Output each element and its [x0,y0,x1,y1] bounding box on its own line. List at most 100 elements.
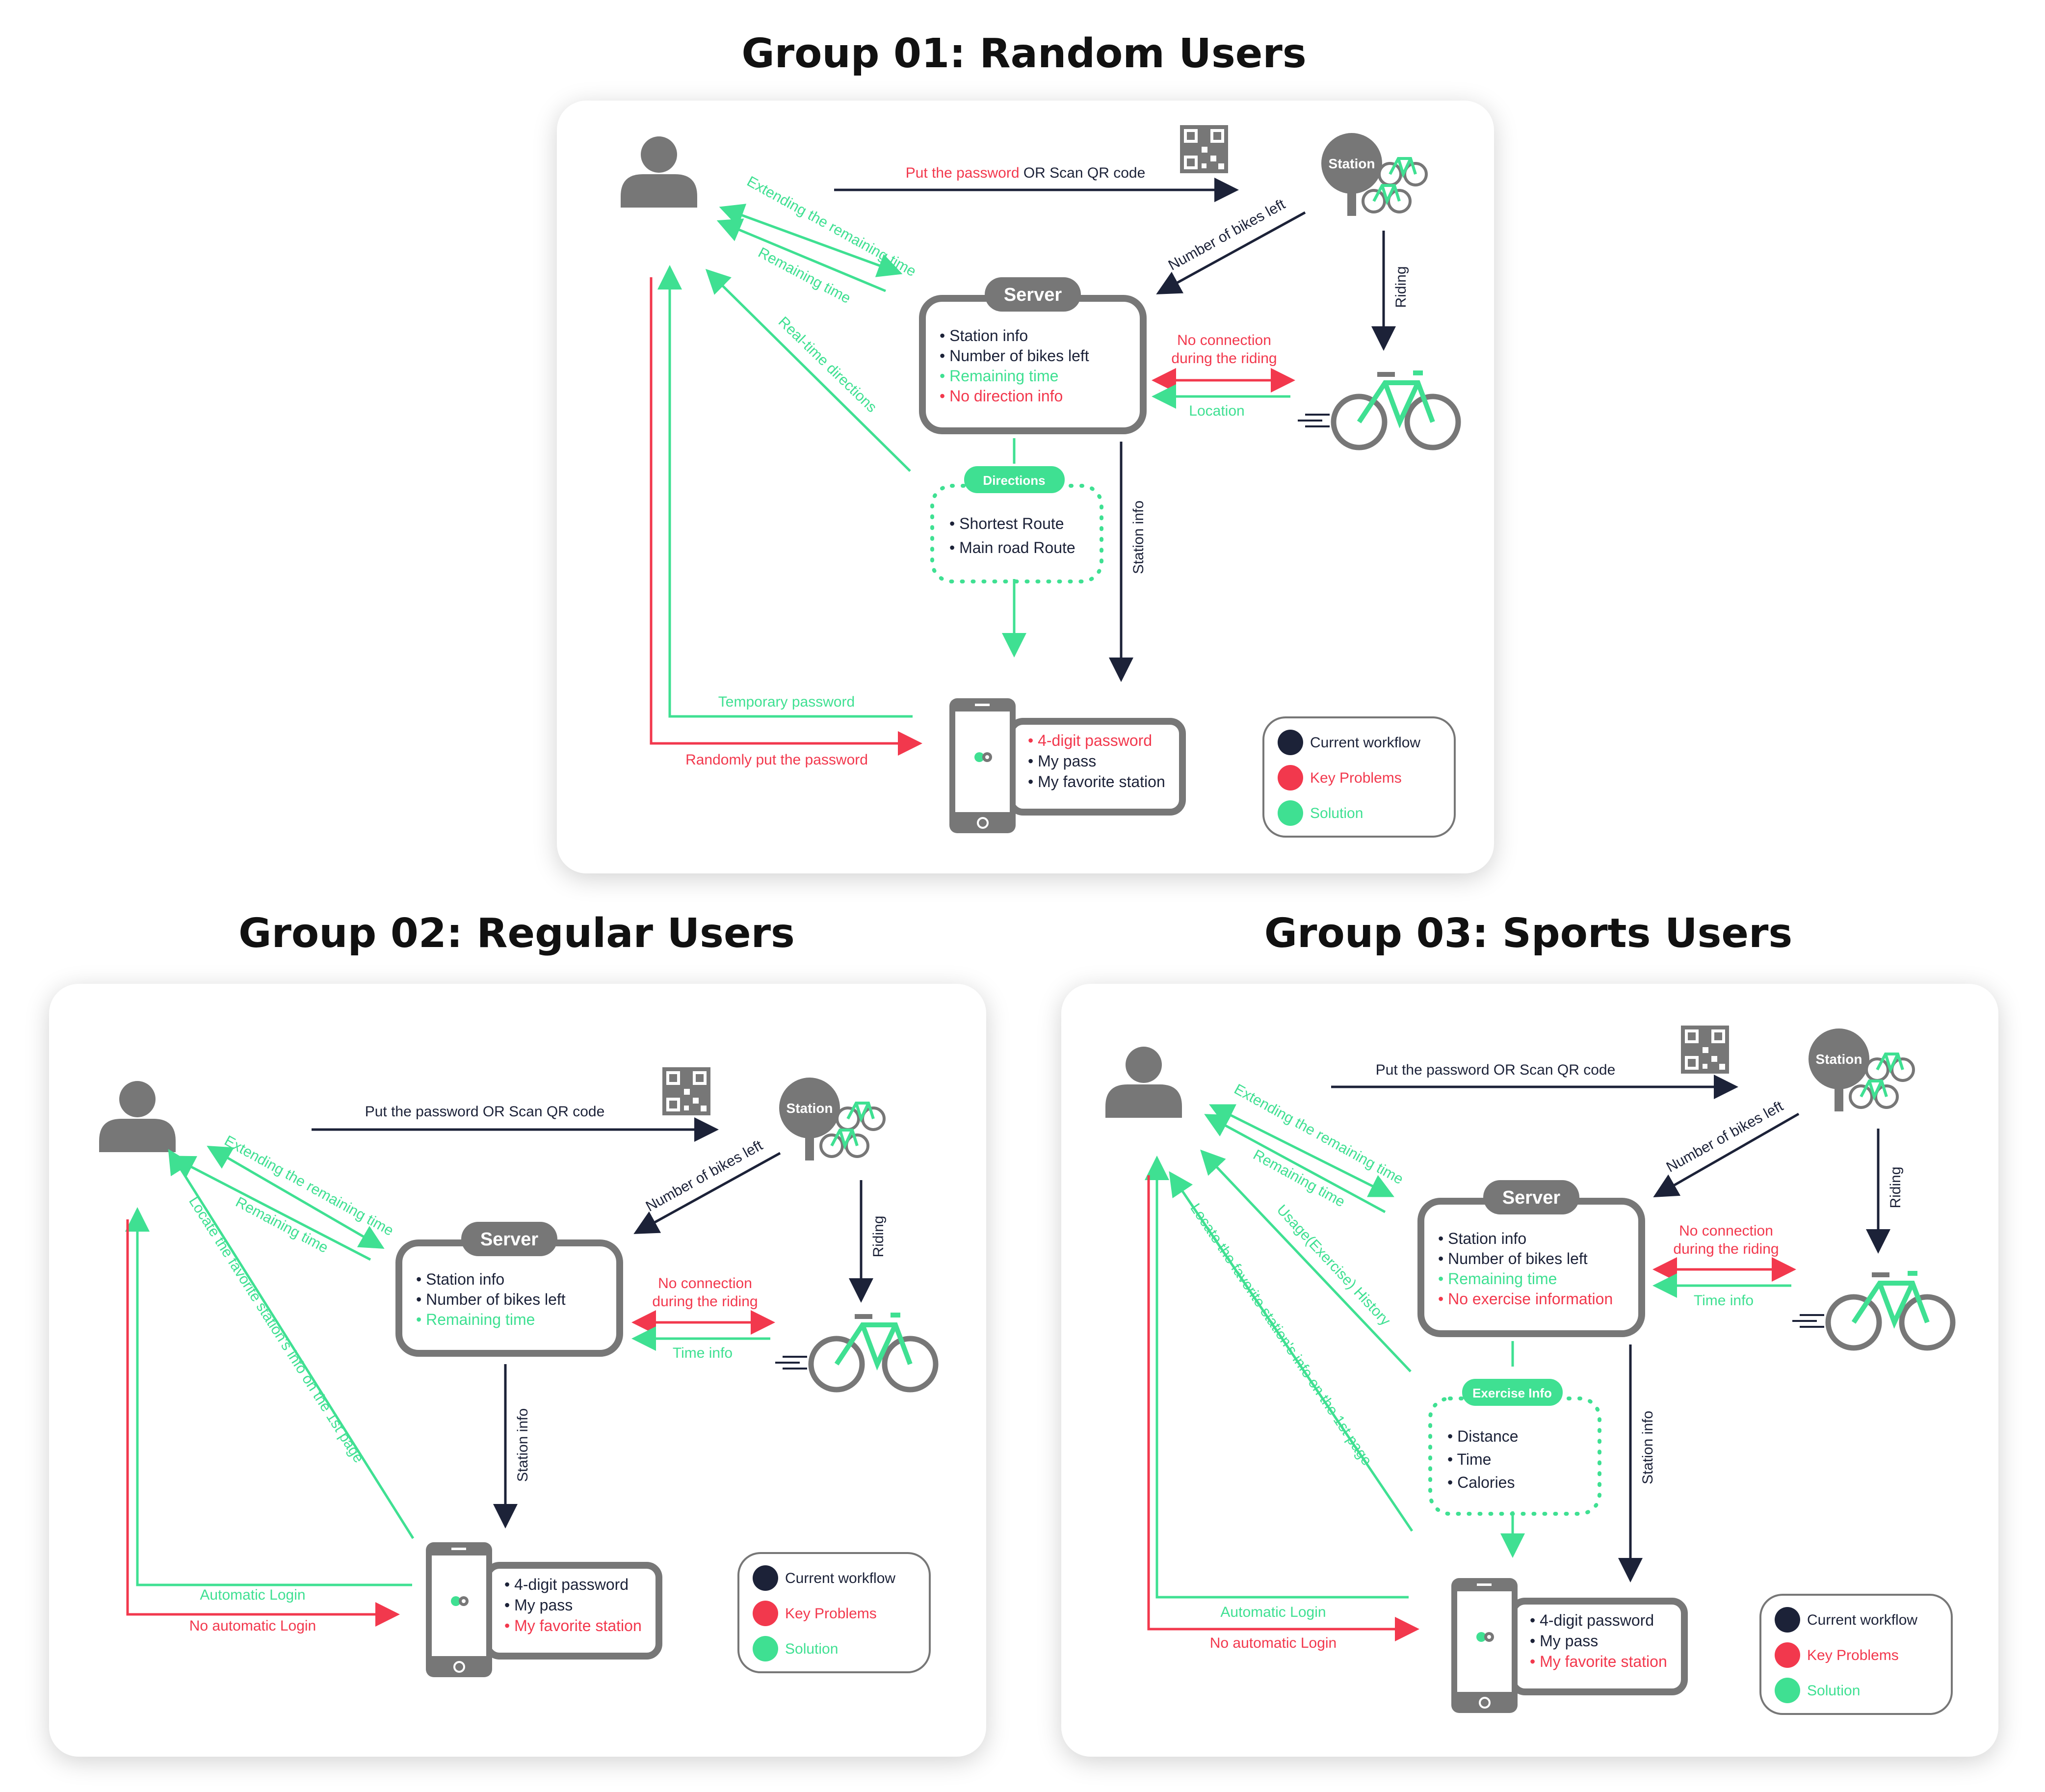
bikes-left-label: Number of bikes left [1166,196,1288,274]
location-label: Location [1189,403,1244,419]
qr-code-icon [1180,125,1228,173]
remaining-arrow [716,218,886,292]
group-02-title: Group 02: Regular Users [238,910,795,957]
user-icon [99,1081,176,1152]
svg-text:Directions: Directions [983,473,1045,488]
remaining-label: Remaining time [233,1194,331,1256]
auto-login-arrow [1145,1156,1409,1599]
svg-text:• No direction info: • No direction info [940,387,1063,405]
bikes-left-label: Number of bikes left [643,1137,766,1215]
group-03-diagram: Put the password OR Scan QR code Station… [1105,1026,1956,1715]
no-connection-label: No connection [1679,1223,1773,1239]
svg-text:• Station info: • Station info [416,1270,504,1288]
user-icon [621,136,697,208]
locate-label: Locate the favorite station's info on th… [185,1194,367,1466]
phone-device: • 4-digit password • My pass • My favori… [949,698,1186,833]
svg-text:Key Problems: Key Problems [1310,770,1402,786]
during-riding-label: during the riding [1673,1241,1779,1257]
locate-arrow [1169,1171,1414,1532]
extending-arrow [1209,1104,1394,1197]
group-02-diagram: Put the password OR Scan QR code Station… [99,1067,939,1677]
remaining-arrow [170,1156,371,1261]
legend: Current workflow Key Problems Solution [737,1552,931,1673]
svg-text:Server: Server [480,1229,539,1250]
no-auto-login-label: No automatic Login [1210,1635,1337,1651]
legend: Current workflow Key Problems Solution [1262,716,1456,838]
svg-text:• Station info: • Station info [940,327,1028,344]
svg-text:• No exercise information: • No exercise information [1438,1290,1613,1308]
user-icon [1105,1047,1182,1118]
svg-text:• Distance: • Distance [1447,1427,1519,1445]
password-qr-label: Put the password OR Scan QR code [365,1104,605,1120]
no-connection-label: No connection [658,1275,752,1291]
no-auto-login-arrow [126,1219,400,1627]
svg-text:• Station info: • Station info [1438,1230,1526,1247]
auto-login-arrow [125,1207,412,1586]
usage-arrow [1200,1149,1412,1372]
svg-text:Exercise Info: Exercise Info [1472,1386,1552,1400]
bikes-icon [819,1102,886,1158]
svg-text:• My pass: • My pass [1028,752,1096,770]
bikes-left-label: Number of bikes left [1664,1098,1786,1176]
svg-text:• 4-digit password: • 4-digit password [1028,732,1152,749]
during-riding-label: during the riding [1171,350,1277,367]
svg-text:• Calories: • Calories [1447,1474,1515,1491]
bikes-left-arrow [633,1152,781,1234]
remaining-label: Remaining time [1250,1147,1347,1211]
svg-text:Server: Server [1502,1187,1561,1208]
legend: Current workflow Key Problems Solution [1759,1594,1953,1715]
random-password-arrow [650,277,922,756]
svg-text:• My favorite station: • My favorite station [1028,773,1165,791]
group-01-title: Group 01: Random Users [741,30,1307,77]
time-info-label: Time info [1694,1292,1754,1309]
realtime-label: Real-time directions [775,314,880,416]
usage-label: Usage(Exercise) History [1274,1202,1394,1329]
qr-code-icon [1681,1026,1729,1074]
extending-arrow [719,204,903,277]
svg-text:Station: Station [1329,156,1375,171]
auto-login-label: Automatic Login [1220,1604,1326,1620]
svg-text:• Remaining time: • Remaining time [416,1311,535,1328]
svg-text:Station: Station [1816,1052,1862,1067]
auto-login-label: Automatic Login [200,1587,305,1603]
svg-text:• My favorite station: • My favorite station [504,1617,642,1634]
bikes-icon [1849,1053,1915,1109]
bike-icon [775,1313,939,1393]
station-icon: Station [1321,133,1382,216]
phone-device: • 4-digit password • My pass • My favori… [1451,1578,1688,1713]
qr-code-icon [662,1067,710,1115]
station-icon: Station [779,1078,840,1160]
svg-text:Solution: Solution [1310,805,1363,821]
phone-device: • 4-digit password • My pass • My favori… [426,1542,662,1677]
remaining-arrow [1204,1114,1386,1213]
svg-text:Key Problems: Key Problems [1807,1647,1899,1663]
group-01-diagram: Put the password OR Scan QR code Station… [621,125,1461,838]
time-info-label: Time info [673,1345,733,1361]
svg-text:Current workflow: Current workflow [1310,735,1420,751]
station-icon: Station [1809,1028,1869,1111]
station-info-label: Station info [515,1408,531,1482]
extending-label: Extending the remaining time [1232,1081,1406,1187]
svg-text:• Number of bikes left: • Number of bikes left [416,1291,566,1308]
bike-icon [1792,1271,1956,1351]
bikes-left-arrow [1156,211,1306,294]
riding-label: Riding [870,1215,887,1257]
bike-icon [1298,370,1461,450]
random-password-label: Randomly put the password [685,752,868,768]
riding-label: Riding [1888,1166,1904,1208]
directions-box: Directions • Shortest Route • Main road … [930,466,1103,583]
svg-text:Solution: Solution [1807,1683,1860,1699]
bikes-left-arrow [1653,1112,1800,1197]
locate-label: Locate the favorite station's info on th… [1187,1201,1375,1469]
no-auto-login-arrow [1147,1175,1419,1641]
station-info-label: Station info [1640,1411,1656,1484]
password-qr-label: Put the password OR Scan QR code [1376,1062,1616,1078]
svg-text:• Number of bikes left: • Number of bikes left [940,347,1089,365]
svg-text:• 4-digit password: • 4-digit password [504,1576,629,1593]
bikes-icon [1362,157,1428,213]
group-03-panel: Put the password OR Scan QR code Station… [1061,984,1998,1757]
exercise-info-box: Exercise Info • Distance • Time • Calori… [1428,1379,1601,1516]
password-qr-label: Put the password OR Scan QR code [906,165,1146,181]
svg-text:• Remaining time: • Remaining time [940,367,1058,385]
server-box: Server • Station info • Number of bikes … [1417,1180,1645,1337]
